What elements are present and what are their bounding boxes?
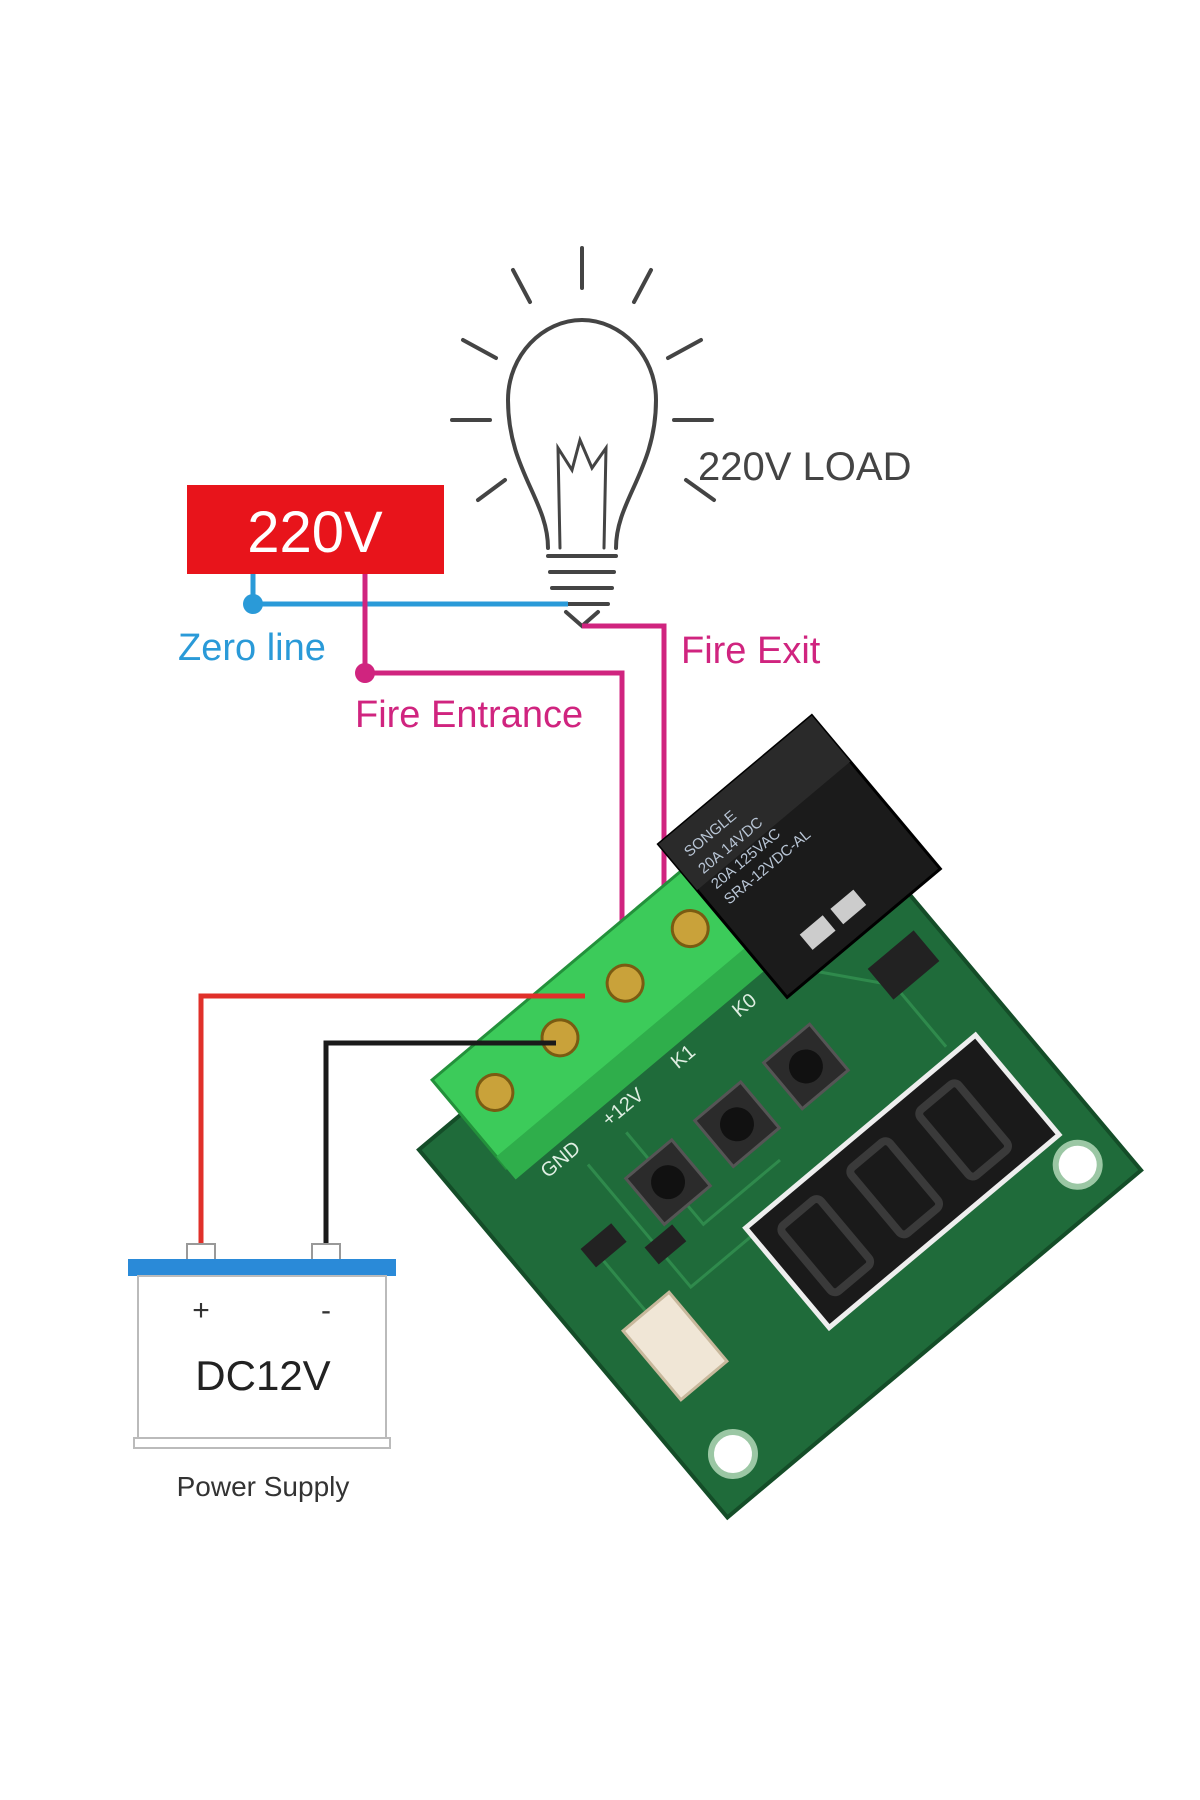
ic-chip: [867, 930, 940, 1000]
zero-line-wire: [250, 574, 568, 607]
load-label: 220V LOAD: [698, 445, 911, 489]
fire-entrance-wire: [362, 574, 625, 945]
terminal-screw: [670, 909, 710, 949]
minus-sign: -: [321, 1294, 331, 1327]
negative-terminal: [311, 1243, 341, 1261]
fire-exit-label: Fire Exit: [681, 630, 821, 672]
terminal-screw: [605, 963, 645, 1003]
battery-base: [133, 1437, 391, 1449]
plus-sign: +: [192, 1294, 210, 1327]
battery-voltage-label: DC12V: [195, 1352, 330, 1399]
terminal-screw: [475, 1072, 515, 1112]
button-cap: [788, 1049, 823, 1084]
sensor-connector: [620, 1290, 730, 1402]
battery-top-bar: [128, 1259, 396, 1276]
push-buttons: [623, 1022, 851, 1227]
seven-segment-display: [742, 1031, 1063, 1332]
zero-line-node: [243, 594, 263, 614]
voltage-source-label: 220V: [247, 500, 383, 565]
button-cap: [651, 1165, 686, 1200]
positive-terminal: [186, 1243, 216, 1261]
button-cap: [719, 1107, 754, 1142]
power-supply-battery: [128, 1243, 396, 1449]
voltage-source-box: [187, 485, 444, 574]
fire-entrance-label: Fire Entrance: [355, 694, 583, 736]
power-supply-caption: Power Supply: [177, 1471, 350, 1502]
negative-wire: [323, 1040, 556, 1250]
battery-body: [137, 1275, 387, 1439]
relay: SONGLE 20A 14VDC 20A 125VAC SRA-12VDC-AL: [656, 713, 943, 1000]
positive-wire: [198, 993, 585, 1250]
smd-components: [580, 889, 867, 1268]
light-bulb-icon: [450, 246, 716, 629]
fire-entrance-node: [355, 663, 375, 683]
thermostat-board: GND +12V K1 K0 SONGLE 20A 14VDC 20A 125V…: [416, 713, 1144, 1521]
terminal-screw: [540, 1018, 580, 1058]
zero-line-label: Zero line: [178, 627, 326, 669]
fire-exit-wire: [582, 623, 667, 900]
